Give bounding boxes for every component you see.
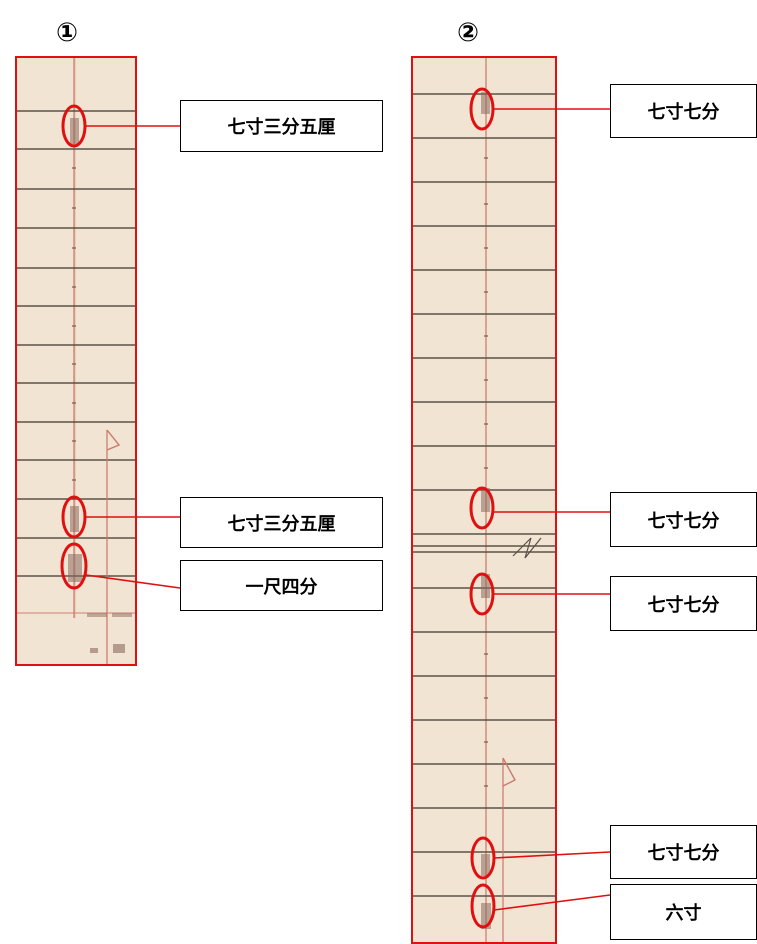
- highlight-ellipse: [61, 495, 87, 539]
- annotation-label: 七寸三分五厘: [180, 100, 383, 152]
- highlight-ellipse: [60, 542, 88, 590]
- document-strip-2-drawing: [413, 58, 555, 942]
- document-strip-1: [15, 56, 137, 666]
- panel-number-2: ②: [457, 18, 480, 48]
- connector-line: [85, 574, 181, 589]
- panel-number-1: ①: [56, 18, 79, 48]
- annotation-label: 一尺四分: [180, 560, 383, 611]
- annotation-label: 七寸七分: [610, 492, 757, 547]
- connector-line: [493, 894, 611, 911]
- highlight-ellipse: [469, 572, 495, 616]
- annotation-label: 七寸七分: [610, 576, 757, 631]
- connector-line: [493, 851, 611, 859]
- annotation-label: 六寸: [610, 884, 757, 940]
- annotation-label: 七寸三分五厘: [180, 497, 383, 548]
- highlight-ellipse: [470, 883, 496, 929]
- document-strip-1-drawing: [17, 58, 135, 664]
- annotation-label: 七寸七分: [610, 84, 757, 138]
- document-strip-2: [411, 56, 557, 944]
- highlight-ellipse: [469, 486, 495, 530]
- highlight-ellipse: [470, 836, 496, 880]
- annotation-label: 七寸七分: [610, 825, 757, 879]
- highlight-ellipse: [61, 104, 87, 148]
- highlight-ellipse: [469, 87, 495, 131]
